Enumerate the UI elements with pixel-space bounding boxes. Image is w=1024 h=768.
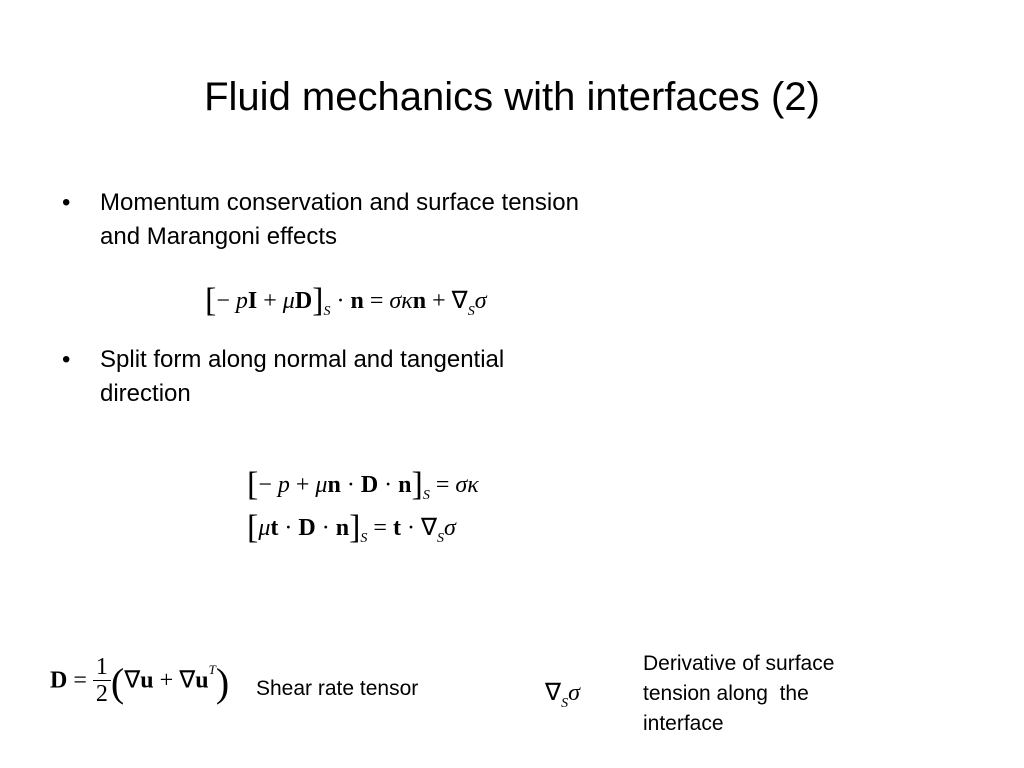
symbol-D: D <box>294 288 313 314</box>
plus-sign: + <box>289 472 316 498</box>
equals-sign: = <box>429 472 456 498</box>
symbol-mu: μ <box>315 472 328 498</box>
bracket-left: [ <box>247 466 259 503</box>
subscript-S: S <box>323 304 331 319</box>
bullet-text: Momentum conservation and surface tensio… <box>100 189 579 250</box>
symbol-n: n <box>350 288 364 314</box>
bracket-right: ] <box>349 509 361 546</box>
label-line: Derivative of surface <box>643 652 835 675</box>
equals-sign: = <box>67 667 93 694</box>
symbol-p: p <box>277 472 290 498</box>
symbol-p: p <box>235 288 248 314</box>
superscript-T: T <box>208 661 216 677</box>
minus-sign: − <box>258 472 278 498</box>
symbol-sigma: σ <box>568 680 580 706</box>
symbol-D: D <box>298 515 316 541</box>
label-shear-rate-tensor: Shear rate tensor <box>256 677 419 700</box>
dot-operator: · <box>278 515 299 541</box>
subscript-S: S <box>437 531 445 546</box>
symbol-t: t <box>392 515 401 541</box>
bullet-marker: • <box>62 346 71 373</box>
symbol-sigma: σ <box>455 472 468 498</box>
nabla-symbol: ∇ <box>451 288 468 314</box>
symbol-n: n <box>335 515 350 541</box>
bracket-right: ] <box>411 466 423 503</box>
label-surface-tension-derivative: Derivative of surface tension along the … <box>643 649 903 739</box>
plus-sign: + <box>153 667 180 694</box>
minus-sign: − <box>216 288 236 314</box>
symbol-n: n <box>412 288 427 314</box>
equation-tangential: [μt · D · n]S = t · ∇Sσ <box>247 510 456 547</box>
nabla-symbol: ∇ <box>545 680 562 706</box>
symbol-t: t <box>270 515 279 541</box>
bracket-right: ] <box>312 282 324 319</box>
nabla-symbol: ∇ <box>124 667 141 694</box>
equals-sign: = <box>367 515 393 541</box>
plus-sign: + <box>426 288 452 314</box>
nabla-symbol: ∇ <box>420 515 438 541</box>
subscript-S: S <box>561 696 569 711</box>
symbol-identity: I <box>247 288 258 314</box>
symbol-n: n <box>327 472 341 498</box>
dot-operator: · <box>340 472 361 498</box>
symbol-sigma: σ <box>444 515 456 541</box>
fraction-numerator: 1 <box>92 654 111 681</box>
equation-normal: [− p + μn · D · n]S = σκ <box>247 467 479 504</box>
subscript-S: S <box>422 488 430 503</box>
symbol-kappa: κ <box>401 288 413 314</box>
dot-operator: · <box>315 515 336 541</box>
subscript-S: S <box>467 304 475 319</box>
paren-right: ) <box>215 659 230 705</box>
symbol-sigma: σ <box>474 288 487 314</box>
label-line: tension along the <box>643 682 809 705</box>
plus-sign: + <box>257 288 283 314</box>
dot-operator: · <box>330 288 351 314</box>
symbol-D: D <box>360 472 379 498</box>
bracket-left: [ <box>247 509 259 546</box>
bullet-text: Split form along normal and tangential d… <box>100 346 505 407</box>
equals-sign: = <box>363 288 390 314</box>
nabla-symbol: ∇ <box>179 667 196 694</box>
slide-title: Fluid mechanics with interfaces (2) <box>204 75 820 119</box>
equation-surface-gradient: ∇Sσ <box>545 678 580 712</box>
paren-left: ( <box>110 659 125 705</box>
symbol-n: n <box>398 472 412 498</box>
dot-operator: · <box>378 472 399 498</box>
symbol-kappa: κ <box>467 472 479 498</box>
fraction-denominator: 2 <box>95 681 108 707</box>
bullet-marker: • <box>62 189 71 216</box>
symbol-mu: μ <box>282 288 295 314</box>
symbol-D: D <box>50 667 68 694</box>
symbol-u: u <box>140 667 154 694</box>
symbol-mu: μ <box>258 515 271 541</box>
dot-operator: · <box>400 515 421 541</box>
symbol-sigma: σ <box>389 288 402 314</box>
bracket-left: [ <box>205 282 217 319</box>
label-line: interface <box>643 712 724 735</box>
equation-momentum: [− pI + μD]S · n = σκn + ∇Sσ <box>205 283 487 320</box>
subscript-S: S <box>360 531 368 546</box>
symbol-u: u <box>195 667 209 694</box>
